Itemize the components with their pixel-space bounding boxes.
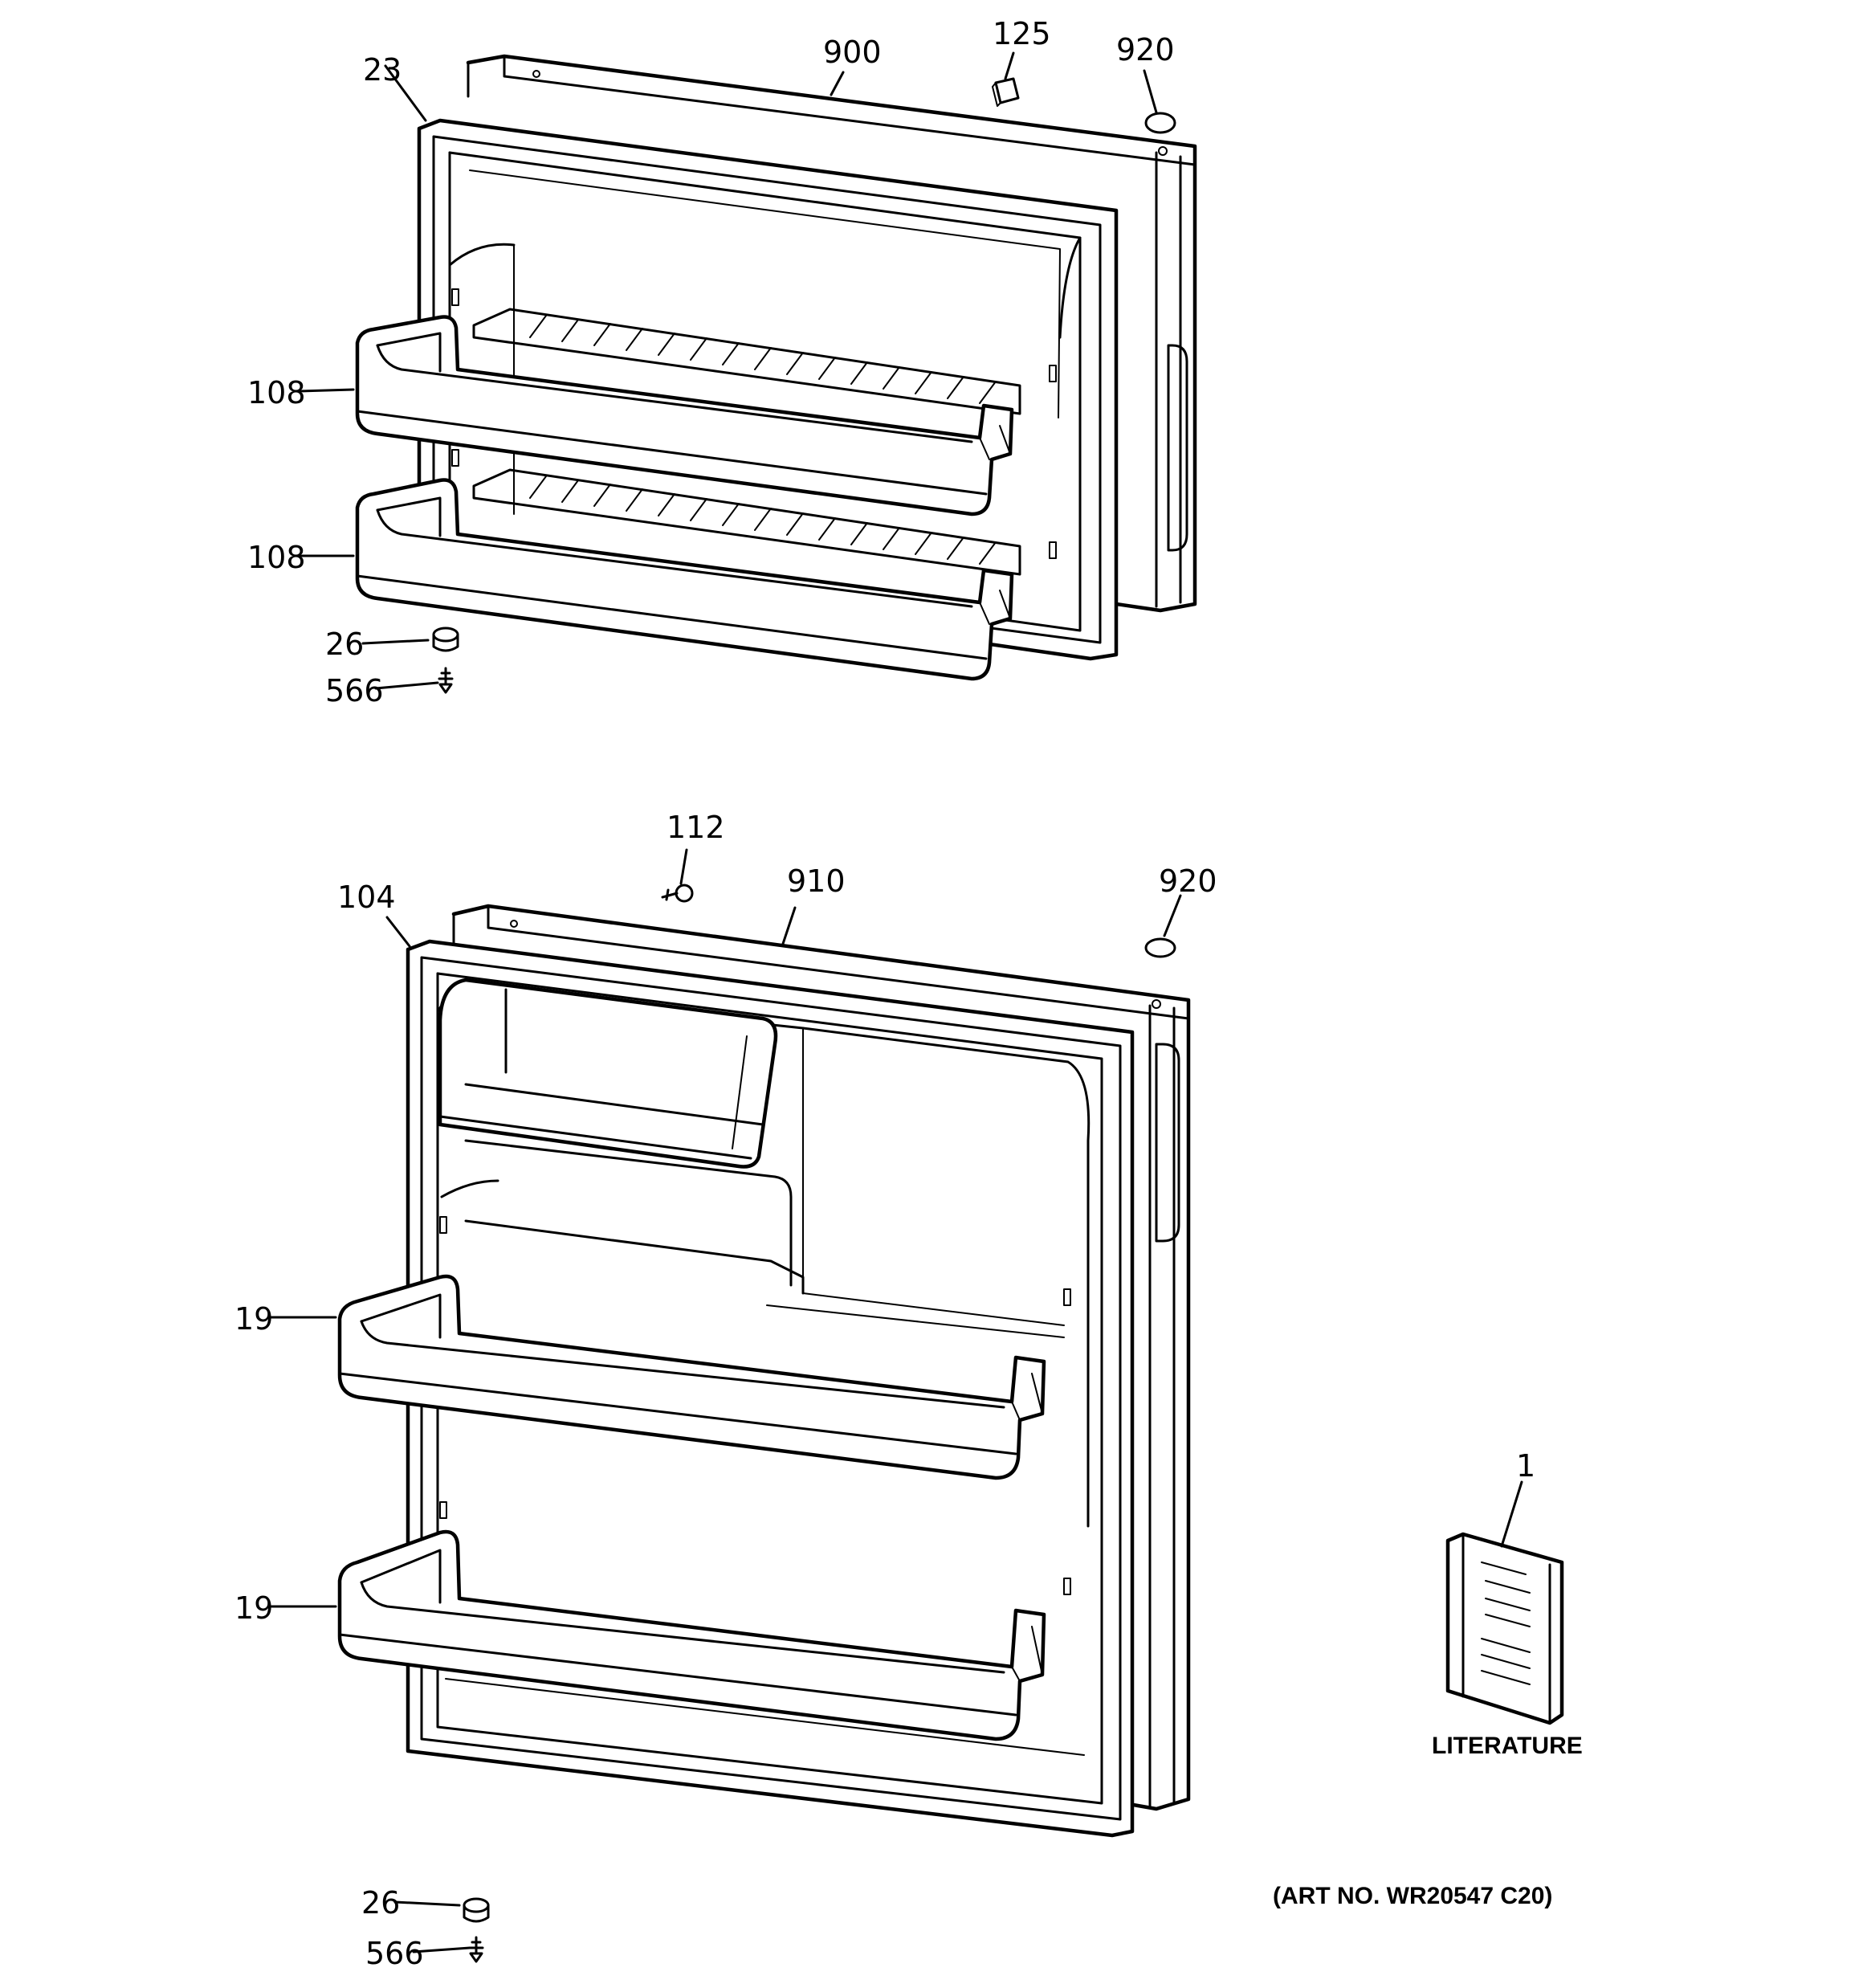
callout-125: 125 bbox=[993, 16, 1051, 51]
callout-920-top: 920 bbox=[1116, 32, 1175, 67]
callout-108-lower: 108 bbox=[247, 540, 306, 575]
literature-booklet bbox=[1445, 1532, 1564, 1725]
callout-104: 104 bbox=[337, 880, 396, 915]
callout-23: 23 bbox=[363, 52, 402, 88]
fresh-food-door-assembly bbox=[337, 884, 1191, 1963]
callout-920-bottom: 920 bbox=[1159, 863, 1217, 899]
fresh-food-door-bin-19-lower bbox=[337, 1529, 1046, 1741]
leader-lines bbox=[270, 51, 1523, 1953]
callout-19-lower: 19 bbox=[234, 1590, 273, 1626]
art-number: (ART NO. WR20547 C20) bbox=[1273, 1883, 1552, 1909]
literature-label: LITERATURE bbox=[1432, 1733, 1583, 1759]
freezer-door-assembly bbox=[355, 54, 1197, 694]
dairy-compartment bbox=[438, 978, 778, 1169]
part-566-screw-top bbox=[438, 667, 454, 694]
part-112-screw bbox=[661, 884, 694, 903]
part-920-plug-top bbox=[1144, 112, 1176, 134]
callout-566-top: 566 bbox=[325, 673, 384, 708]
part-26-bushing-top bbox=[432, 627, 459, 652]
part-566-screw-bottom bbox=[468, 1936, 484, 1963]
freezer-door-bin-108-lower bbox=[355, 478, 1014, 681]
part-125-clip bbox=[992, 77, 1020, 107]
freezer-door-bin-108-upper bbox=[355, 315, 1014, 516]
fixed-door-shelf bbox=[440, 1139, 1065, 1338]
callout-19-upper: 19 bbox=[234, 1301, 273, 1337]
callout-108-upper: 108 bbox=[247, 375, 306, 410]
fresh-food-door-bin-19-upper bbox=[337, 1274, 1046, 1480]
callout-labels: 23 900 125 920 108 108 26 566 112 910 10… bbox=[234, 16, 1535, 1971]
callout-910: 910 bbox=[787, 863, 846, 899]
callout-566-bottom: 566 bbox=[365, 1936, 424, 1971]
freezer-ribbed-shelf-lower bbox=[472, 468, 1021, 576]
part-26-bushing-bottom bbox=[463, 1897, 490, 1923]
part-920-plug-bottom bbox=[1144, 937, 1176, 958]
callout-26-bottom: 26 bbox=[361, 1885, 400, 1921]
freezer-ribbed-shelf-upper bbox=[472, 308, 1021, 415]
callout-112: 112 bbox=[667, 810, 725, 845]
callout-1: 1 bbox=[1516, 1448, 1535, 1484]
callout-900: 900 bbox=[823, 35, 882, 70]
callout-26-top: 26 bbox=[325, 627, 364, 662]
